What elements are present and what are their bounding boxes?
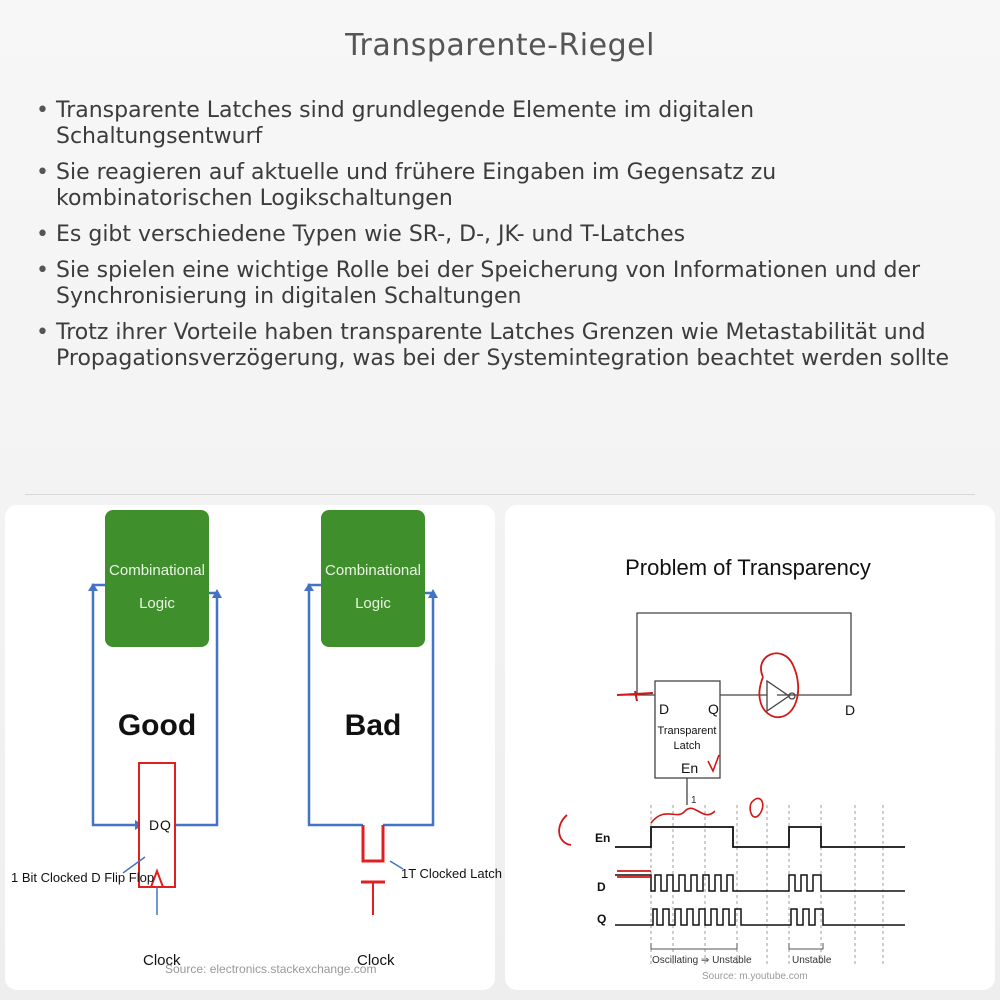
combinational-logic-block-good — [105, 510, 209, 647]
output-d-label: D — [845, 702, 855, 718]
good-bad-diagram: Combinational Logic Good D Q 1 Bit Clock… — [11, 510, 502, 976]
feedback-wire-left — [307, 583, 363, 827]
signal-en-label: En — [595, 831, 610, 845]
bad-label: Bad — [345, 709, 402, 742]
pen-mark — [749, 797, 764, 818]
pen-bracket — [558, 814, 572, 846]
pen-squiggle — [650, 807, 716, 824]
pen-circle — [758, 652, 800, 718]
feedback-wire-left — [91, 583, 135, 827]
unstable-label: Unstable — [792, 955, 832, 966]
unstable-bracket — [788, 943, 824, 950]
section-divider — [25, 494, 975, 495]
inverter-gate — [766, 679, 791, 713]
block-label-line1: Combinational — [325, 562, 421, 579]
en-tap-label: 1 — [691, 795, 697, 806]
good-label: Good — [118, 709, 196, 742]
latch-label-line1: Transparent — [658, 725, 717, 737]
clock-label-bad: Clock — [357, 952, 395, 969]
bullet-list: Transparente Latches sind grundlegende E… — [36, 98, 956, 382]
caption-pointer — [389, 860, 404, 870]
transistor-latch — [361, 825, 385, 863]
bullet-item: Sie spielen eine wichtige Rolle bei der … — [36, 258, 956, 310]
arrow-head — [428, 589, 438, 598]
ff-caption: 1 Bit Clocked D Flip Flop — [11, 870, 154, 885]
good-bad-latch-figure: Combinational Logic Good D Q 1 Bit Clock… — [5, 505, 502, 990]
feedback-loop — [636, 612, 852, 696]
timing-grid — [650, 805, 884, 965]
bullet-item: Sie reagieren auf aktuelle und frühere E… — [36, 160, 956, 212]
arrow-head — [304, 583, 314, 591]
ff-d-pin: D — [149, 817, 159, 833]
pen-mark — [616, 690, 654, 702]
block-label-line2: Logic — [139, 595, 175, 612]
source-credit: Source: electronics.stackexchange.com — [165, 962, 376, 976]
ff-q-pin: Q — [160, 817, 171, 833]
signal-q-label: Q — [597, 912, 606, 926]
figure-title: Problem of Transparency — [625, 555, 871, 580]
arrow-head — [212, 589, 222, 598]
latch-en-pin: En — [681, 760, 698, 776]
d-flip-flop-box — [138, 762, 176, 888]
source-credit: Source: m.youtube.com — [702, 971, 808, 982]
latch-caption: 1T Clocked Latch — [401, 866, 502, 881]
waveform-d — [615, 874, 905, 892]
bullet-item: Es gibt verschiedene Typen wie SR-, D-, … — [36, 222, 956, 248]
bullet-item: Transparente Latches sind grundlegende E… — [36, 98, 956, 150]
clock-triangle — [150, 868, 164, 888]
latch-d-pin: D — [659, 701, 669, 717]
caption-pointer — [122, 856, 146, 874]
block-label-line1: Combinational — [109, 562, 205, 579]
inverter-bubble — [788, 692, 796, 700]
feedback-wire-right — [175, 591, 219, 827]
pen-check — [707, 754, 720, 773]
transparent-latch-box — [654, 680, 721, 779]
waveform-q — [615, 908, 905, 926]
bullet-item: Trotz ihrer Vorteile haben transparente … — [36, 320, 956, 372]
oscillating-bracket — [650, 943, 738, 950]
combinational-logic-block-bad — [321, 510, 425, 647]
signal-d-label: D — [597, 880, 606, 894]
waveform-en — [615, 826, 905, 848]
feedback-wire-right — [383, 591, 435, 827]
page-title: Transparente-Riegel — [345, 28, 655, 63]
block-label-line2: Logic — [355, 595, 391, 612]
transparency-problem-figure: Problem of Transparency D Q Transparent … — [505, 505, 995, 990]
transparency-diagram: Problem of Transparency D Q Transparent … — [558, 555, 905, 982]
latch-label-line2: Latch — [674, 740, 701, 752]
latch-q-pin: Q — [708, 701, 719, 717]
oscillating-label: Oscillating ⇒ Unstable — [652, 955, 752, 966]
clock-label-good: Clock — [143, 952, 181, 969]
arrow-head — [88, 583, 98, 591]
